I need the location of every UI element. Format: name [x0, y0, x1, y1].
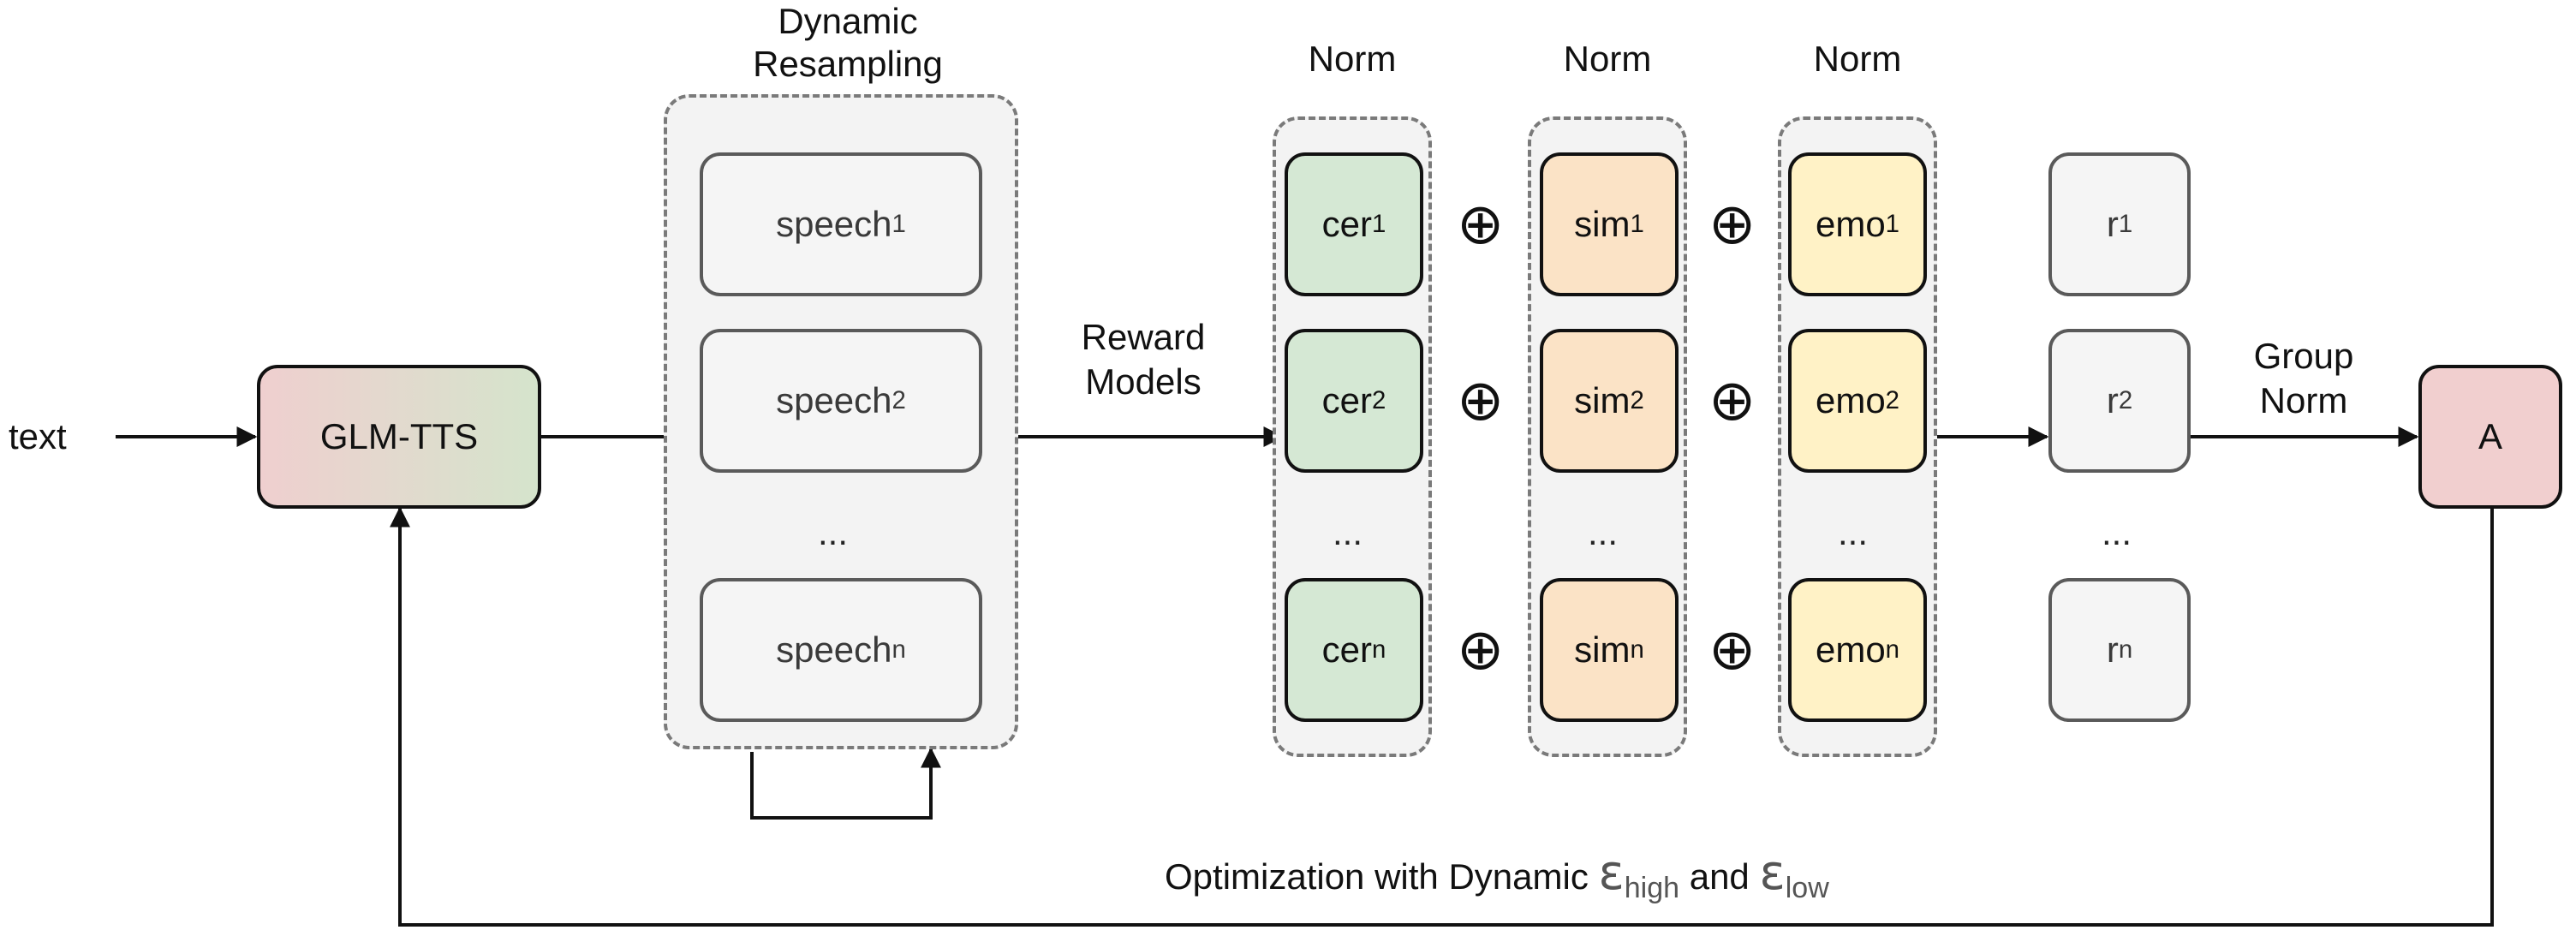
reward-box-2-label: r	[2106, 380, 2119, 420]
speech-box-n-sub: n	[891, 635, 906, 664]
optimization-conj: and	[1689, 856, 1750, 897]
reward-models-line2: Models	[1085, 361, 1202, 402]
group-norm-label: Group Norm	[2205, 338, 2402, 419]
emo-box-2-sub: 2	[1885, 386, 1900, 414]
reward-box-n-label: r	[2106, 629, 2119, 670]
norm-label-sim: Norm	[1563, 39, 1652, 79]
dynamic-resampling-line2: Resampling	[753, 44, 943, 84]
emo-box-1-label: emo	[1815, 204, 1886, 244]
cer-ellipsis: ...	[1333, 512, 1363, 552]
advantage-box: A	[2418, 365, 2562, 509]
epsilon-high-symbol: ε	[1598, 845, 1625, 901]
oplus-icon: ⊕	[1708, 368, 1756, 432]
norm-label-cer: Norm	[1308, 39, 1397, 79]
sim-box-2-sub: 2	[1630, 386, 1644, 414]
epsilon-low-symbol: ε	[1759, 845, 1786, 901]
oplus-icon: ⊕	[1457, 617, 1505, 681]
cer-box-2-label: cer	[1321, 380, 1372, 420]
oplus-icon: ⊕	[1708, 617, 1756, 681]
epsilon-low-sub: low	[1785, 872, 1829, 905]
reward-box-n-sub: n	[2118, 635, 2133, 664]
emo-box-n-label: emo	[1815, 629, 1886, 670]
speech-box-2-sub: 2	[891, 386, 906, 414]
emo-ellipsis: ...	[1838, 512, 1869, 552]
group-norm-line1: Group	[2253, 336, 2354, 376]
sim-box-n-label: sim	[1574, 629, 1631, 670]
oplus-icon: ⊕	[1457, 192, 1505, 255]
reward-models-label: Reward Models	[1028, 319, 1259, 400]
glm-tts-model-box: GLM-TTS	[257, 365, 541, 509]
sim-box-2-label: sim	[1574, 380, 1631, 420]
dynamic-resampling-line1: Dynamic	[778, 1, 918, 41]
sim-ellipsis: ...	[1588, 512, 1619, 552]
cer-box-n-sub: n	[1372, 635, 1386, 664]
cer-box-2-sub: 2	[1372, 386, 1386, 414]
cer-box-1-sub: 1	[1372, 210, 1386, 238]
emo-box-n-sub: n	[1885, 635, 1900, 664]
sim-box-1-label: sim	[1574, 204, 1631, 244]
group-norm-line2: Norm	[2259, 380, 2348, 420]
reward-box-2-sub: 2	[2118, 386, 2133, 414]
speech-box-2-label: speech	[776, 380, 892, 420]
emo-box-1-sub: 1	[1885, 210, 1900, 238]
optimization-label: Optimization with Dynamic εhigh and εlow	[1165, 850, 1829, 903]
oplus-icon: ⊕	[1708, 192, 1756, 255]
input-text-label: text	[9, 416, 67, 456]
optimization-feedback-arrow	[390, 506, 2494, 927]
sim-box-1-sub: 1	[1630, 210, 1644, 238]
reward-box-1-sub: 1	[2118, 210, 2133, 238]
speech-box-n-label: speech	[776, 629, 892, 670]
reward-box-1-label: r	[2106, 204, 2119, 244]
sim-box-n-sub: n	[1630, 635, 1644, 664]
speech-ellipsis: ...	[818, 512, 849, 552]
oplus-icon: ⊕	[1457, 368, 1505, 432]
resample-loop-arrow	[750, 747, 941, 820]
reward-models-line1: Reward	[1081, 317, 1206, 357]
speech-box-1-label: speech	[776, 204, 892, 244]
cer-box-1-label: cer	[1321, 204, 1372, 244]
norm-label-emo: Norm	[1813, 39, 1902, 79]
emo-box-2-label: emo	[1815, 380, 1886, 420]
epsilon-high-sub: high	[1624, 872, 1680, 905]
cer-box-n-label: cer	[1321, 629, 1372, 670]
reward-ellipsis: ...	[2102, 512, 2132, 552]
optimization-prefix: Optimization with Dynamic	[1165, 856, 1589, 897]
dynamic-resampling-title: Dynamic Resampling	[702, 3, 993, 82]
speech-box-1-sub: 1	[891, 210, 906, 238]
